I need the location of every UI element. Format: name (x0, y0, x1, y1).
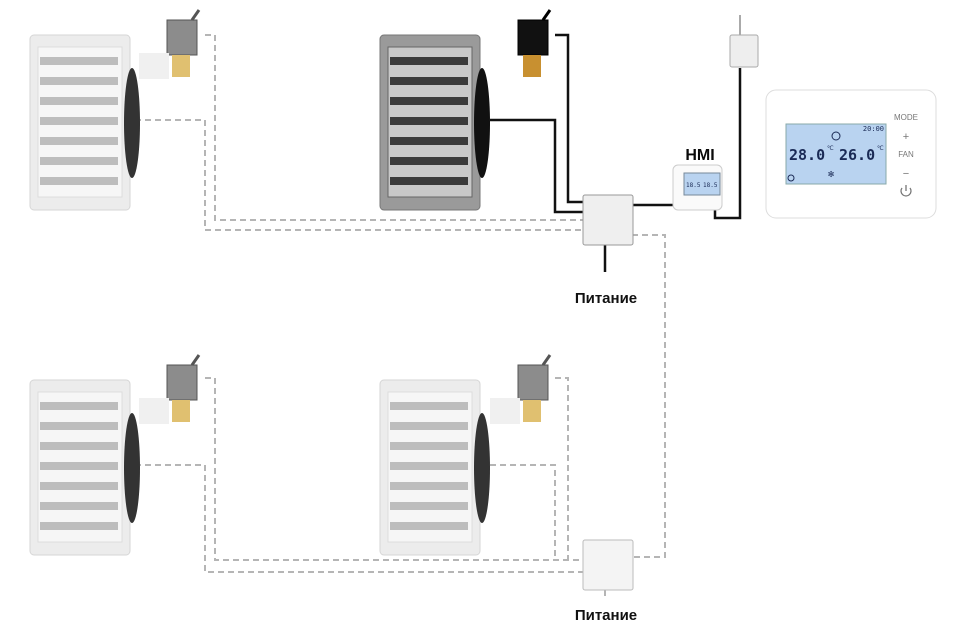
snowflake-icon: ✻ (828, 169, 834, 180)
set-temperature: 26.0 (839, 146, 875, 164)
heater-unit-top-left (29, 34, 141, 211)
heater-unit-bottom-middle (379, 379, 491, 556)
wire-bottom-left-valve (205, 377, 583, 561)
power-label-top: Питание (575, 290, 637, 307)
wire-top-mid-heater (490, 118, 583, 214)
fan-icon (831, 131, 841, 141)
hmi-panel[interactable]: 18.5 18.5 (672, 164, 723, 211)
wire-bottom-mid-valve (555, 377, 569, 560)
antenna-receiver (729, 34, 759, 68)
junction-box-bottom (582, 539, 634, 591)
valve-bottom-middle (488, 353, 552, 426)
junction-box-top (582, 194, 634, 246)
wire-bottom-left-heater (135, 464, 583, 573)
plus-button[interactable]: + (903, 131, 909, 143)
fan-button[interactable]: FAN (898, 150, 914, 159)
hmi-display (683, 172, 721, 196)
room-temperature: 28.0 (789, 146, 825, 164)
valve-top-middle (516, 8, 552, 79)
power-label-bottom: Питание (575, 607, 637, 623)
valve-bottom-left (137, 353, 201, 426)
wire-top-mid-valve (555, 33, 583, 204)
wire-top-left-heater (135, 119, 583, 231)
mode-button[interactable]: MODE (894, 113, 918, 122)
heater-unit-top-middle (379, 34, 491, 211)
wire-bottom-mid-heater (490, 464, 556, 560)
wire-top-left-valve (205, 34, 583, 221)
thermostat[interactable]: 20:00 28.0 ℃ 26.0 ℃ ✻ MODE + FAN − (765, 89, 937, 219)
thermostat-display (785, 123, 887, 185)
set-temp-unit: ℃ (877, 145, 884, 152)
hmi-label: HMI (685, 147, 714, 164)
clock-icon (787, 174, 795, 182)
hmi-left-value: 18.5 (686, 182, 701, 189)
inactive-wiring (135, 34, 666, 573)
power-icon[interactable] (900, 185, 912, 197)
valve-top-left (137, 8, 201, 81)
wire-box-to-box (632, 234, 666, 558)
thermostat-clock: 20:00 (863, 125, 884, 133)
hmi-right-value: 18.5 (703, 182, 718, 189)
heater-unit-bottom-left (29, 379, 141, 556)
minus-button[interactable]: − (903, 168, 909, 180)
room-temp-unit: ℃ (827, 145, 834, 152)
wire-hmi-to-antenna (713, 68, 742, 220)
